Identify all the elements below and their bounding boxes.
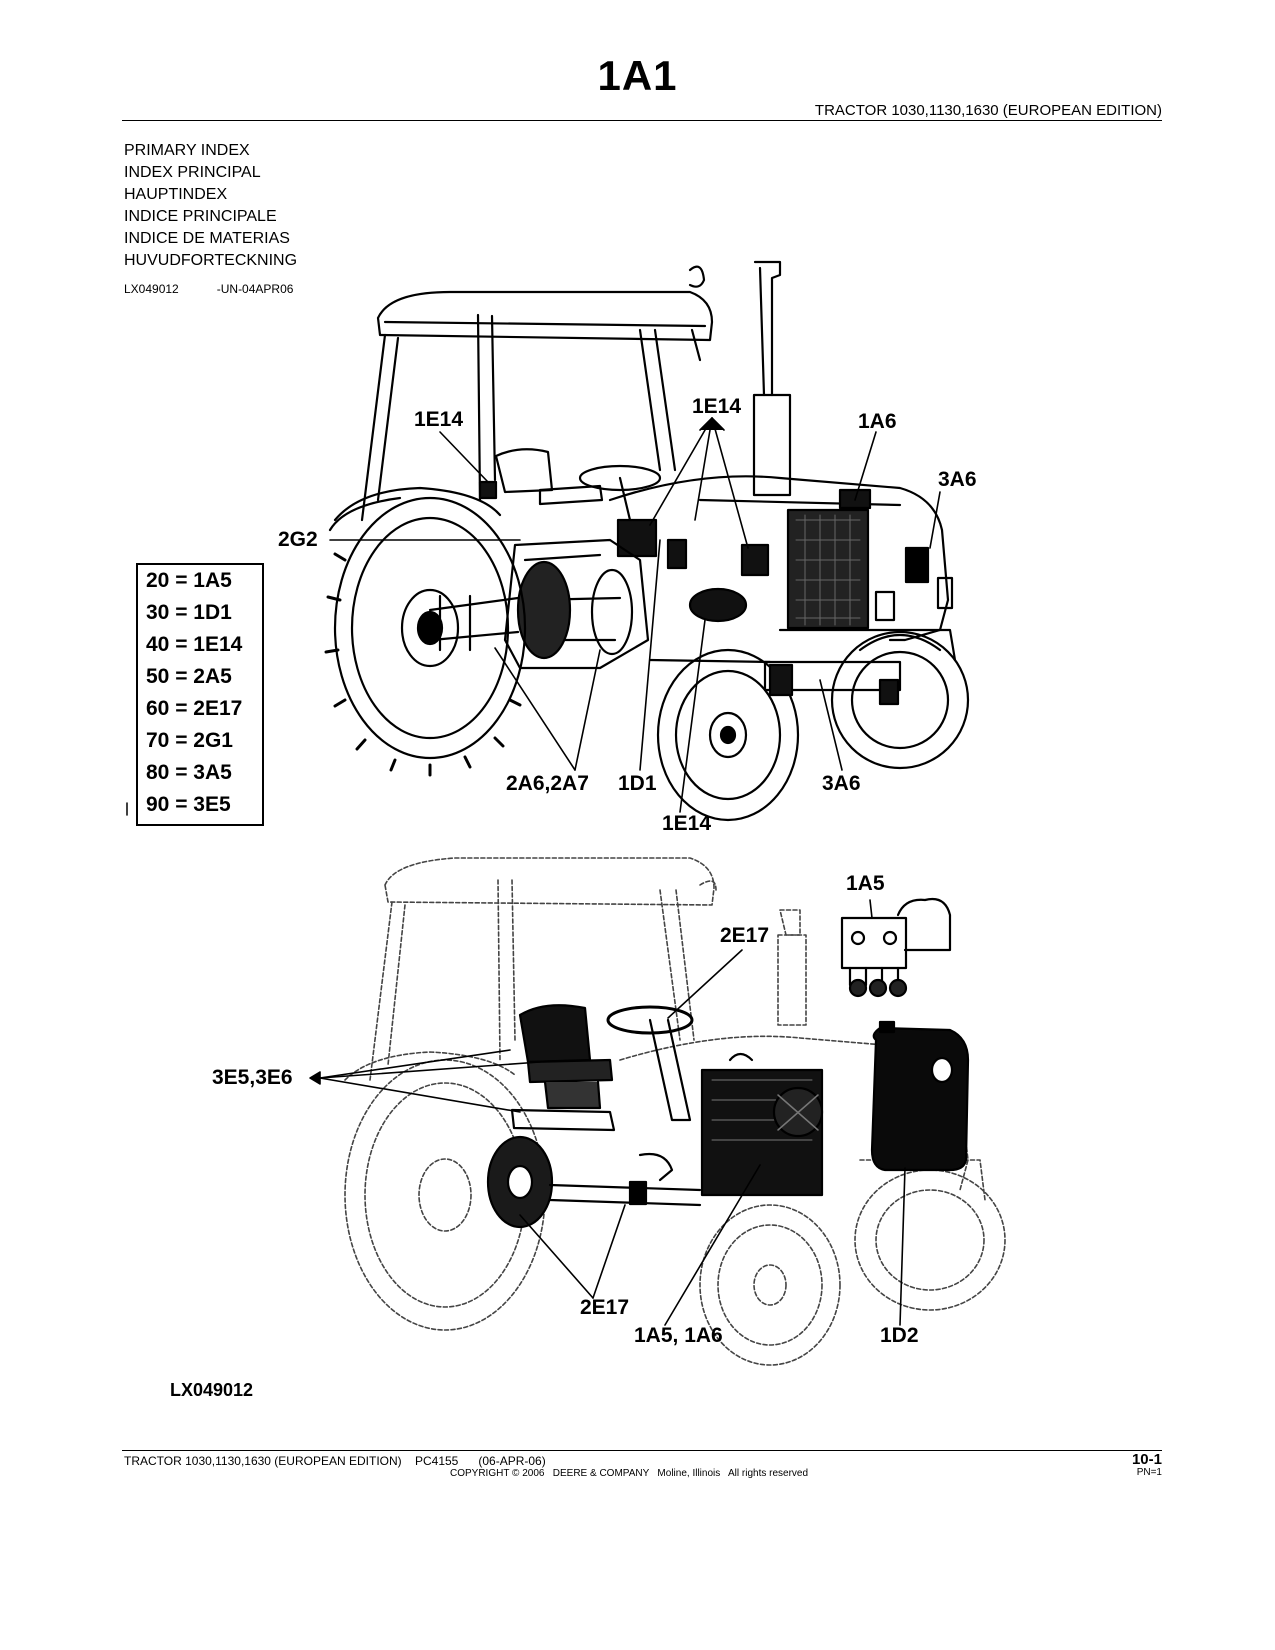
callout-label[interactable]: 1A6: [858, 410, 897, 433]
top-tractor-drawing: [324, 260, 970, 822]
footer-divider: [122, 1450, 1162, 1451]
page-number: 10-1: [1131, 1451, 1162, 1468]
callout-label[interactable]: 2G2: [278, 528, 318, 551]
bottom-tractor-parts: [486, 897, 970, 1229]
legend-row: 90 = 3E5: [146, 793, 231, 816]
callout-label[interactable]: 2E17: [720, 924, 770, 947]
index-title-de: HAUPTINDEX: [124, 186, 228, 203]
callout-label[interactable]: 1D1: [618, 772, 657, 795]
legend-row: 20 = 1A5: [146, 569, 232, 592]
legend-row: 80 = 3A5: [146, 761, 232, 784]
legend-row: 50 = 2A5: [146, 665, 232, 688]
callout-label[interactable]: 3E5,3E6: [212, 1066, 293, 1089]
index-title-en: PRIMARY INDEX: [124, 142, 250, 159]
callout-label[interactable]: 1A5: [846, 872, 885, 895]
callout-label[interactable]: 1E14: [414, 408, 464, 431]
footer-copyright: COPYRIGHT © 2006 DEERE & COMPANY Moline,…: [450, 1468, 809, 1479]
figure-reference-suffix: -UN-04APR06: [216, 282, 294, 296]
callout-label[interactable]: 2E17: [580, 1296, 630, 1319]
top-callout-leaders: [329, 417, 941, 813]
page-title: 1A1: [597, 52, 678, 99]
index-title-es: INDICE DE MATERIAS: [124, 230, 290, 247]
figure-reference-code: LX049012: [124, 282, 179, 296]
bottom-callout-leaders: [309, 899, 906, 1326]
callout-label[interactable]: 2A6,2A7: [506, 772, 589, 795]
index-title-list: PRIMARY INDEX INDEX PRINCIPAL HAUPTINDEX…: [124, 140, 297, 272]
legend-row: 30 = 1D1: [146, 601, 232, 624]
group-legend: 20 = 1A5 30 = 1D1 40 = 1E14 50 = 2A5 60 …: [136, 563, 264, 826]
callout-label[interactable]: 1A5, 1A6: [634, 1324, 723, 1347]
footer-publication-line: TRACTOR 1030,1130,1630 (EUROPEAN EDITION…: [124, 1454, 546, 1468]
callout-label[interactable]: 1E14: [692, 395, 742, 418]
callout-label[interactable]: 3A6: [938, 468, 977, 491]
index-title-sv: HUVUDFORTECKNING: [124, 252, 298, 269]
legend-row: 70 = 2G1: [146, 729, 233, 752]
figure-code: LX049012: [170, 1380, 254, 1400]
index-title-it: INDICE PRINCIPALE: [124, 208, 277, 225]
callout-label[interactable]: 1E14: [662, 812, 712, 835]
index-title-fr: INDEX PRINCIPAL: [124, 164, 261, 181]
page-pn: PN=1: [1136, 1467, 1162, 1478]
figure-reference: LX049012 -UN-04APR06: [124, 282, 293, 296]
header-subtitle: TRACTOR 1030,1130,1630 (EUROPEAN EDITION…: [814, 102, 1162, 119]
legend-row: 40 = 1E14: [146, 633, 243, 656]
header-divider: [122, 120, 1162, 121]
callout-label[interactable]: 3A6: [822, 772, 861, 795]
callout-label[interactable]: 1D2: [880, 1324, 919, 1347]
legend-row: 60 = 2E17: [146, 697, 243, 720]
